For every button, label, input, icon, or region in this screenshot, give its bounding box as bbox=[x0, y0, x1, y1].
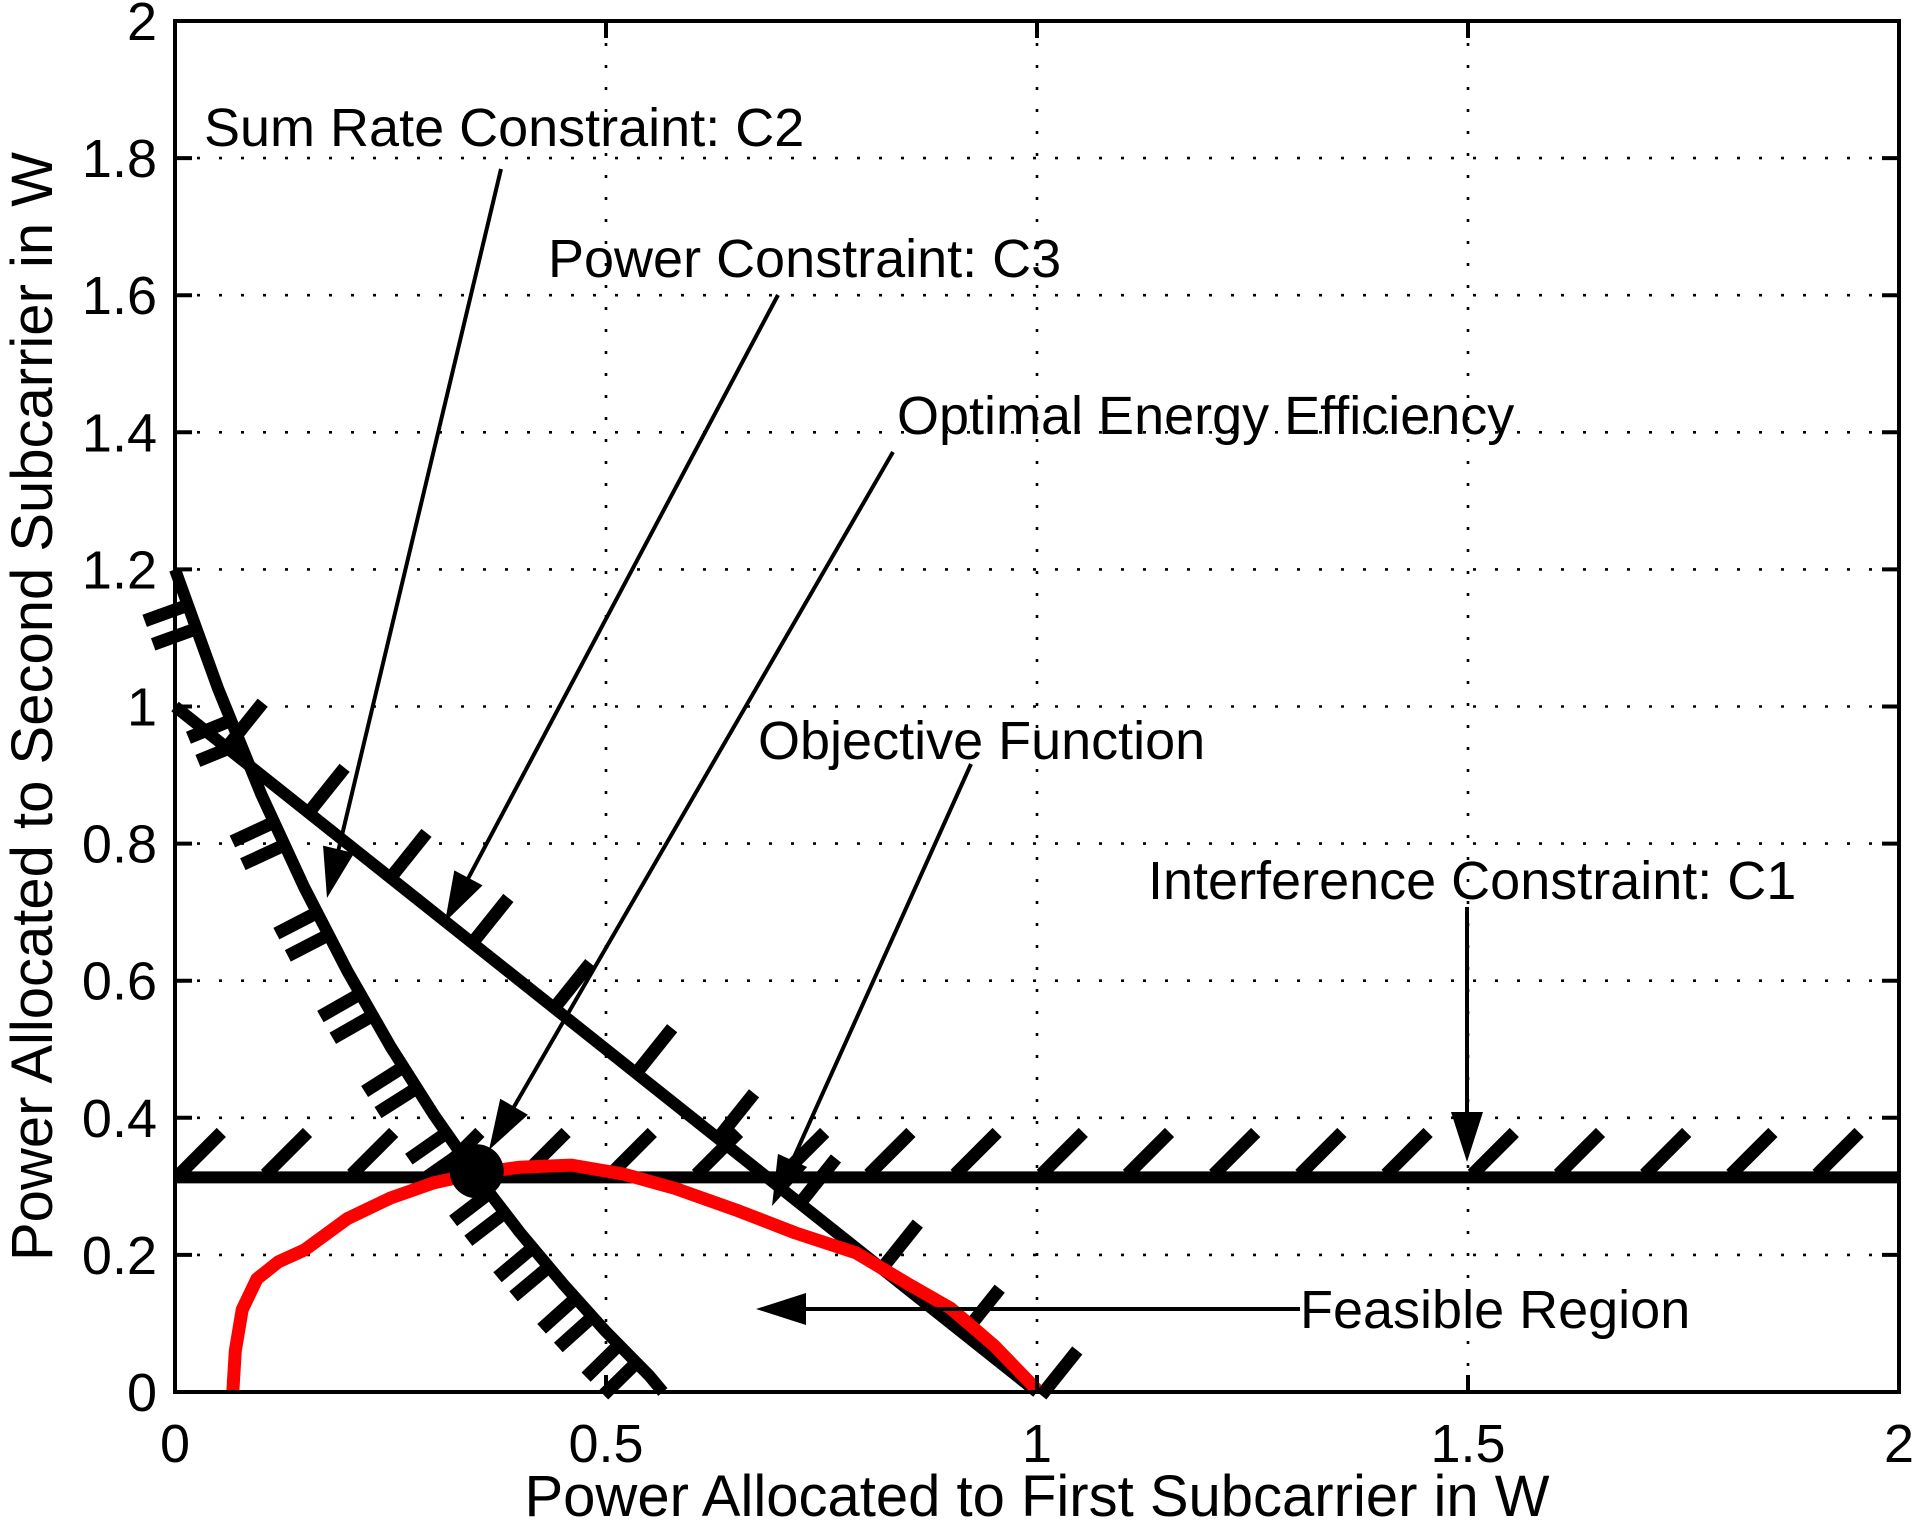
tick-labels-layer: 0 0.5 1 1.5 2 0 0.2 0.4 0.6 0.8 1 1.2 1.4 1.6 1.8 2 bbox=[82, 0, 1914, 1474]
c2-hatch-tick-double bbox=[240, 839, 288, 871]
c2-hatch-tick bbox=[273, 906, 321, 940]
c1-hatch-tick bbox=[864, 1127, 916, 1180]
constraint-hatching-layer bbox=[142, 599, 1864, 1400]
gridlines-layer bbox=[175, 21, 1899, 1392]
x-tick-label-1: 1 bbox=[1022, 1414, 1052, 1474]
x-tick-label-2: 2 bbox=[1884, 1414, 1914, 1474]
c2-hatch-tick bbox=[317, 988, 364, 1023]
y-tick-label-0.4: 0.4 bbox=[82, 1089, 157, 1149]
x-axis-title: Power Allocated to First Subcarrier in W bbox=[524, 1464, 1549, 1529]
c2-hatch-tick-double bbox=[553, 1311, 597, 1353]
c2-hatch-tick bbox=[142, 599, 191, 627]
annotations-layer: Sum Rate Constraint: C2 Power Constraint:… bbox=[204, 98, 1796, 1340]
c2-hatch-tick bbox=[493, 1242, 537, 1283]
c2-hatch-tick bbox=[405, 1127, 451, 1165]
c2-hatch-tick bbox=[361, 1061, 407, 1098]
power-constraint-arrowhead-icon bbox=[445, 870, 483, 922]
c1-hatch-tick bbox=[260, 1127, 313, 1180]
c1-hatch-tick bbox=[1381, 1127, 1433, 1180]
sum-rate-constraint-label: Sum Rate Constraint: C2 bbox=[204, 98, 804, 158]
c1-hatch-tick bbox=[1553, 1127, 1606, 1180]
optimal-ee-arrowhead-icon bbox=[489, 1098, 528, 1150]
power-constraint-leader-line bbox=[462, 294, 780, 886]
y-tick-label-0.8: 0.8 bbox=[82, 815, 157, 875]
c1-hatch-tick bbox=[347, 1127, 399, 1180]
feasible-region-label: Feasible Region bbox=[1300, 1280, 1690, 1340]
objective-curve bbox=[226, 1158, 1042, 1395]
c1-hatch-tick bbox=[1295, 1127, 1347, 1180]
y-tick-label-1.8: 1.8 bbox=[82, 129, 157, 189]
c2-hatch-tick bbox=[581, 1340, 624, 1382]
c1-hatch-tick bbox=[1812, 1127, 1864, 1180]
c2-hatch-tick-double bbox=[374, 1082, 421, 1119]
sum-rate-constraint-leader-line bbox=[334, 168, 503, 858]
c3-hatch-tick bbox=[303, 763, 350, 817]
c3-hatch-tick bbox=[1036, 1346, 1083, 1400]
objective-function-arrowhead-icon bbox=[772, 1153, 808, 1206]
x-tick-label-0.5: 0.5 bbox=[568, 1414, 643, 1474]
c3-hatch-tick bbox=[631, 1024, 678, 1078]
c1-hatch-tick bbox=[1122, 1127, 1175, 1180]
optimal-ee-leader-line bbox=[508, 450, 895, 1115]
sum-rate-constraint-arrowhead-icon bbox=[323, 845, 355, 898]
c2-curve bbox=[169, 567, 668, 1396]
objective-function-label: Objective Function bbox=[758, 711, 1205, 771]
interference-constraint-label: Interference Constraint: C1 bbox=[1148, 851, 1796, 911]
y-tick-label-1.6: 1.6 bbox=[82, 266, 157, 326]
c3-hatch-tick bbox=[712, 1089, 760, 1143]
c2-hatch-tick bbox=[229, 816, 277, 848]
power-constraint-label: Power Constraint: C3 bbox=[548, 229, 1061, 289]
c2-hatch-tick-double bbox=[599, 1358, 642, 1400]
curves-layer bbox=[169, 567, 1899, 1397]
c2-hatch-tick-double bbox=[509, 1261, 553, 1302]
y-tick-label-0.2: 0.2 bbox=[82, 1226, 157, 1286]
c2-hatch-tick-double bbox=[284, 929, 332, 962]
c1-hatch-tick bbox=[1467, 1127, 1519, 1180]
x-tick-label-0: 0 bbox=[160, 1414, 190, 1474]
interference-constraint-arrowhead-icon bbox=[1451, 1112, 1483, 1162]
x-tick-label-1.5: 1.5 bbox=[1430, 1414, 1505, 1474]
c3-hatch-tick bbox=[385, 828, 432, 882]
c1-hatch-tick bbox=[691, 1127, 744, 1180]
c2-hatch-tick-double bbox=[464, 1207, 509, 1246]
c1-hatch-tick bbox=[1640, 1127, 1692, 1180]
c1-hatch-tick bbox=[1726, 1127, 1778, 1180]
c3-hatch-tick bbox=[549, 959, 596, 1013]
c1-hatch-tick bbox=[1209, 1127, 1261, 1180]
y-tick-label-1.2: 1.2 bbox=[82, 540, 157, 600]
c2-hatch-tick bbox=[449, 1187, 494, 1227]
y-tick-label-0.6: 0.6 bbox=[82, 952, 157, 1012]
axis-titles-layer: Power Allocated to First Subcarrier in W… bbox=[0, 152, 1550, 1529]
optimal-ee-label: Optimal Energy Efficiency bbox=[897, 386, 1514, 446]
y-tick-label-2: 2 bbox=[127, 0, 157, 52]
feasible-region-arrowhead-icon bbox=[756, 1293, 806, 1325]
y-axis-title: Power Allocated to Second Subcarrier in … bbox=[0, 152, 65, 1261]
optimal-point-marker bbox=[449, 1144, 504, 1199]
y-tick-label-0: 0 bbox=[127, 1363, 157, 1423]
c2-hatch-tick bbox=[537, 1293, 581, 1334]
y-tick-label-1: 1 bbox=[127, 678, 157, 738]
y-tick-label-1.4: 1.4 bbox=[82, 403, 157, 463]
c1-hatch-tick bbox=[950, 1127, 1002, 1180]
objective-function-leader-line bbox=[787, 763, 973, 1169]
axes-box-layer bbox=[173, 19, 1901, 1394]
c1-hatch-tick bbox=[174, 1127, 226, 1180]
c3-hatch-tick bbox=[876, 1219, 923, 1273]
c2-hatch-tick-double bbox=[329, 1009, 376, 1044]
c1-hatch-tick bbox=[1036, 1127, 1088, 1180]
c3-hatch-tick bbox=[467, 893, 514, 948]
